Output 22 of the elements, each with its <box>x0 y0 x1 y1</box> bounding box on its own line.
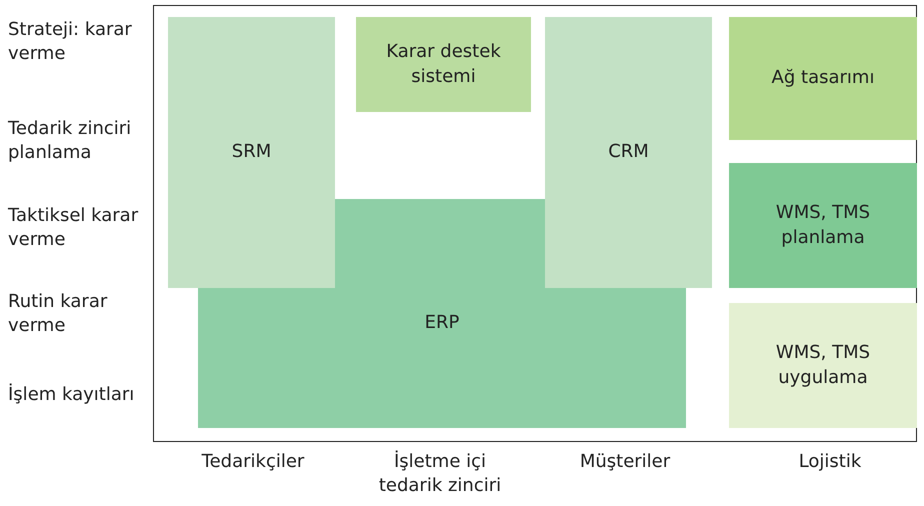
row-label: Rutin karar verme <box>8 290 108 338</box>
row-label: Strateji: karar verme <box>8 18 133 66</box>
block-label: ERP <box>424 311 460 335</box>
block-label: WMS, TMS uygulama <box>774 341 872 390</box>
block-label: CRM <box>608 140 649 164</box>
block-label: SRM <box>232 140 272 164</box>
column-label: Tedarikçiler <box>200 450 306 474</box>
block-label: WMS, TMS planlama <box>774 201 872 250</box>
system-block <box>729 303 917 428</box>
system-block <box>356 17 531 112</box>
system-block <box>729 163 917 288</box>
block-label: Ağ tasarımı <box>772 66 874 90</box>
system-block <box>545 17 712 288</box>
block-label: Karar destek sistemi <box>385 40 502 88</box>
column-label: Lojistik <box>798 450 862 474</box>
column-label: İşletme içi tedarik zinciri <box>378 450 502 498</box>
row-label: İşlem kayıtları <box>8 383 136 407</box>
system-block <box>729 17 917 140</box>
row-label: Taktiksel karar verme <box>8 204 140 252</box>
row-label: Tedarik zinciri planlama <box>8 117 132 166</box>
column-label: Müşteriler <box>578 450 672 474</box>
system-block <box>168 17 335 288</box>
